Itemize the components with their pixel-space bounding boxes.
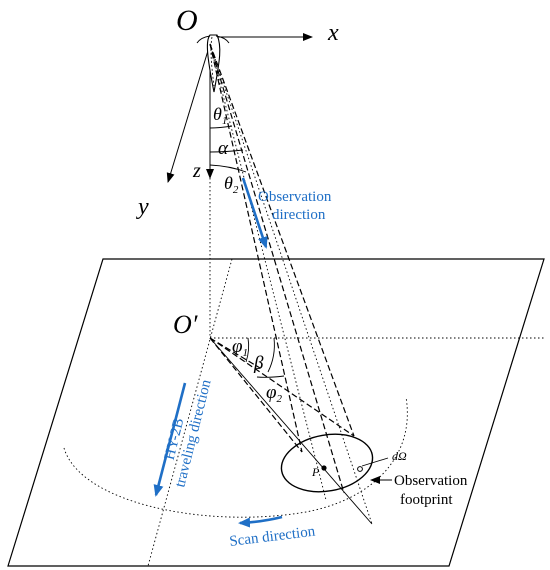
- scan-direction-label: Scan direction: [229, 524, 317, 550]
- origin-prime-label: O′: [173, 310, 198, 339]
- observation-direction-line-2: direction: [272, 207, 326, 223]
- scan-path-curve: [63, 396, 408, 518]
- footprint-label-line-2: footprint: [400, 492, 453, 508]
- observation-direction-label: Observation direction: [258, 189, 335, 223]
- point-p-dot: [321, 465, 327, 471]
- d-omega-leader: [361, 457, 389, 467]
- ground-plane: [7, 258, 545, 567]
- theta1-label: θ1: [213, 104, 227, 127]
- beam-dotted-left: [209, 43, 327, 501]
- phi1-label: φ1: [232, 336, 248, 359]
- footprint-ellipse: [280, 433, 374, 493]
- ground-dashed-3: [209, 337, 261, 369]
- observation-direction-arrow: [241, 177, 268, 249]
- traveling-direction-arrow: [153, 382, 187, 497]
- ground-dashed-2: [209, 337, 355, 437]
- d-omega-label: dΩ: [392, 449, 407, 463]
- track-dotted-line: [147, 258, 233, 567]
- observation-direction-line-1: Observation: [258, 189, 332, 205]
- footprint-label-line-1: Observation: [394, 473, 468, 489]
- antenna-icon: [196, 34, 230, 93]
- phi2-arc: [256, 375, 285, 378]
- theta1-arc: [209, 125, 233, 129]
- y-axis-label: y: [136, 194, 149, 220]
- z-axis-label: z: [192, 160, 201, 182]
- alpha-label: α: [218, 138, 229, 159]
- observation-footprint-label: Observation footprint: [394, 473, 471, 508]
- origin-label: O: [176, 4, 198, 37]
- cone-dashed-1: [209, 43, 303, 453]
- theta2-arc: [209, 164, 247, 173]
- ground-dashed-1: [209, 337, 303, 453]
- beam-dotted-right: [209, 43, 373, 525]
- point-p-label: P: [311, 465, 320, 479]
- phi2-label: φ2: [266, 382, 283, 405]
- y-axis-line: [166, 43, 211, 183]
- footprint-axis-line: [209, 337, 373, 525]
- phi1-arc: [245, 337, 250, 363]
- x-axis-label: x: [327, 20, 339, 46]
- theta2-label: θ2: [224, 173, 239, 196]
- d-omega-marker: [357, 466, 363, 472]
- alpha-arc: [209, 149, 244, 153]
- cone-dashed-2: [209, 43, 355, 437]
- beta-arc: [267, 337, 275, 373]
- traveling-direction-label: HY-2B traveling direction: [156, 373, 215, 489]
- cone-dashed-3: [209, 43, 345, 494]
- scan-direction-arrow: [238, 515, 283, 528]
- beta-label: β: [253, 353, 264, 374]
